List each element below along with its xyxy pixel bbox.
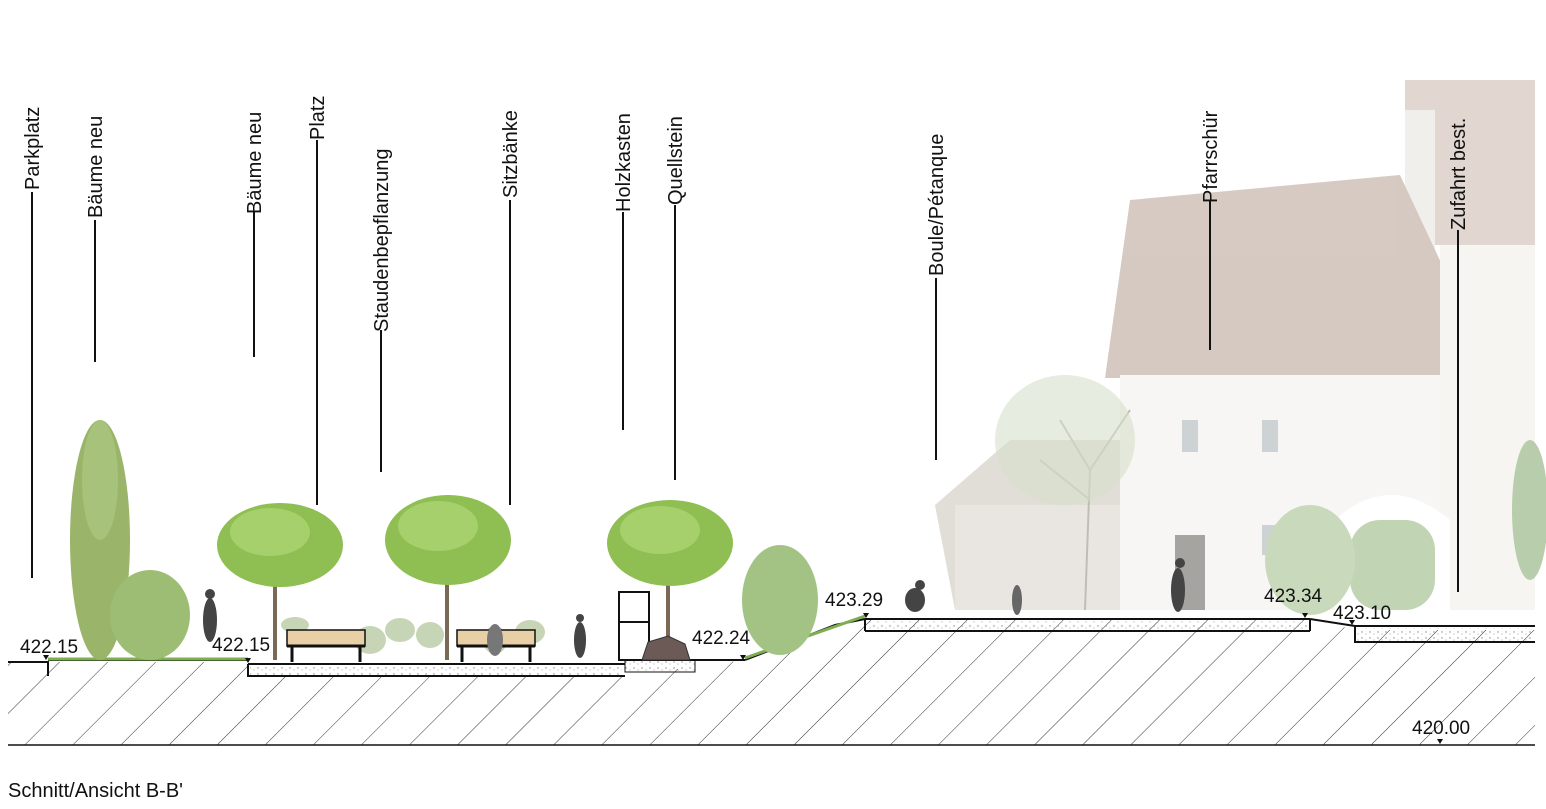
drawing-caption: Schnitt/Ansicht B-B' <box>8 780 183 802</box>
label-baeume-neu-2: Bäume neu <box>244 112 266 214</box>
elevation-423-29: 423.29 <box>825 590 883 611</box>
label-boule: Boule/Pétanque <box>926 134 948 276</box>
label-platz: Platz <box>307 96 329 140</box>
label-zufahrt: Zufahrt best. <box>1448 118 1470 230</box>
label-holzkasten: Holzkasten <box>613 113 635 212</box>
holzkasten-icon <box>618 591 650 661</box>
elevation-420-00: 420.00 <box>1412 718 1470 739</box>
columnar-tree-icon <box>70 420 190 660</box>
elevation-422-15-b: 422.15 <box>212 635 270 656</box>
boule-gravel <box>867 621 1308 630</box>
label-baeume-neu-1: Bäume neu <box>85 116 107 218</box>
elevation-423-34: 423.34 <box>1264 586 1323 607</box>
ball-tree-2-icon <box>385 495 511 660</box>
ball-tree-1-icon <box>217 503 343 660</box>
quellstein-base <box>624 659 696 673</box>
ground-section <box>8 618 1535 745</box>
label-parkplatz: Parkplatz <box>22 107 44 190</box>
elevation-marker-icons <box>43 613 1443 744</box>
leader-lines <box>31 140 1459 592</box>
label-staudenbepflanzung: Staudenbepflanzung <box>371 149 393 333</box>
elevation-422-15-a: 422.15 <box>20 637 78 658</box>
zufahrt-gravel <box>1357 628 1533 641</box>
elevation-422-24: 422.24 <box>692 628 751 649</box>
label-quellstein: Quellstein <box>665 116 687 205</box>
people-icon <box>203 558 1185 658</box>
platz-gravel <box>250 665 622 675</box>
slope-shrub-icon <box>742 545 818 655</box>
bench-1-icon <box>286 629 366 662</box>
pfarrschuer-building <box>935 80 1546 615</box>
quellstein-icon <box>641 635 691 661</box>
label-pfarrschuer: Pfarrschür <box>1200 110 1222 203</box>
label-sitzbaenke: Sitzbänke <box>500 110 522 198</box>
elevation-423-10: 423.10 <box>1333 603 1391 624</box>
